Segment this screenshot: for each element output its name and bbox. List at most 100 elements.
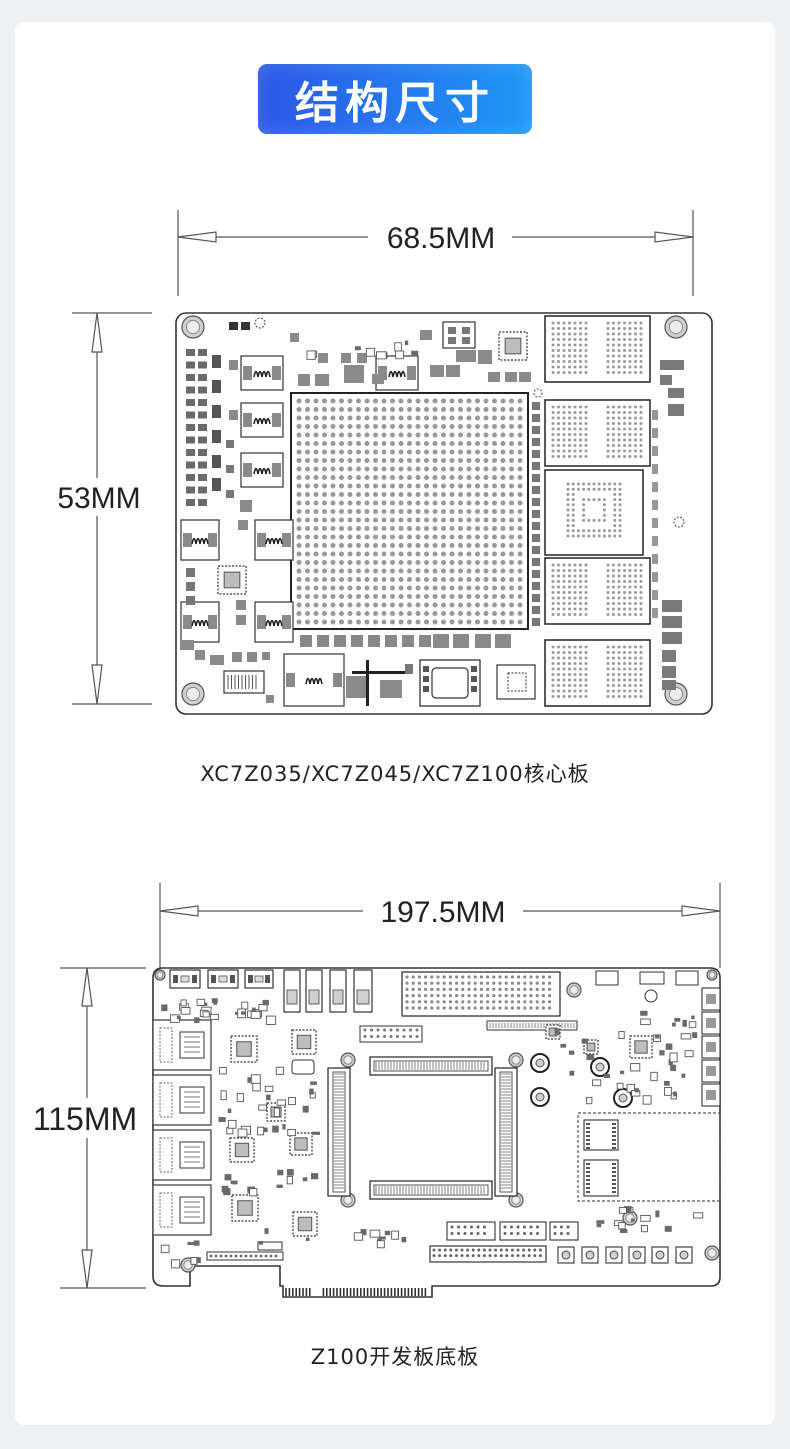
small-component — [586, 1054, 595, 1061]
memory-ball — [628, 607, 632, 611]
bga-ball — [296, 483, 302, 489]
small-component — [581, 1038, 588, 1044]
bga-ball — [424, 568, 429, 574]
memory-ball — [579, 684, 582, 687]
capacitor-top — [595, 1062, 605, 1072]
bga-ball — [407, 619, 412, 625]
bga-ball — [313, 492, 319, 497]
emmc-ball — [592, 518, 596, 522]
bga-ball — [466, 594, 472, 599]
bga-ball — [381, 500, 387, 506]
small-component — [236, 1093, 244, 1103]
memory-ball — [623, 338, 626, 341]
bga-ball — [407, 441, 412, 446]
bga-ball — [373, 449, 378, 455]
header-pin — [430, 975, 434, 979]
header-pin — [411, 981, 415, 985]
bga-ball — [432, 560, 438, 565]
header-pin — [504, 1006, 508, 1010]
bga-ball — [347, 432, 353, 438]
bga-ball — [398, 611, 404, 616]
header-pin — [244, 1254, 248, 1258]
rj45-led-block — [159, 1137, 173, 1173]
smd-pad — [317, 635, 329, 647]
memory-ball — [551, 321, 555, 325]
small-component — [640, 1215, 651, 1222]
small-component — [688, 1021, 697, 1029]
small-component — [401, 1237, 407, 1243]
memory-ball — [551, 656, 555, 660]
header-pin — [553, 1232, 557, 1235]
bga-ball — [483, 509, 489, 514]
memory-ball — [639, 667, 643, 671]
smd-pad — [232, 652, 242, 662]
memory-ball — [639, 354, 643, 358]
bga-ball — [517, 407, 523, 412]
bga-ball — [305, 398, 310, 404]
small-component — [665, 1043, 673, 1050]
smd-pad — [265, 975, 270, 983]
mounting-hole-inner — [185, 686, 201, 702]
emmc-ball — [592, 498, 596, 502]
memory-ball — [628, 569, 632, 572]
inductor-pad — [378, 366, 387, 380]
bga-ball — [390, 432, 395, 438]
memory-ball — [579, 673, 582, 676]
header-pin — [396, 1028, 399, 1032]
inductor-coil — [253, 370, 271, 378]
bga-ball — [339, 560, 344, 565]
memory-ball — [634, 411, 637, 414]
bga-ball — [313, 577, 319, 582]
memory-ball — [628, 338, 632, 341]
bga-ball — [500, 475, 506, 480]
bga-ball — [356, 585, 361, 591]
emmc-ball — [618, 498, 622, 502]
bga-ball — [458, 577, 463, 582]
header-pin — [505, 1248, 509, 1252]
header-pin — [473, 981, 477, 985]
memory-ball — [634, 656, 637, 660]
bga-ball — [483, 577, 489, 582]
header-pin — [523, 1232, 526, 1235]
memory-ball — [573, 563, 577, 567]
memory-ball — [584, 678, 588, 682]
smd-pad — [186, 582, 195, 591]
capacitor-top — [535, 1058, 545, 1068]
memory-ball — [634, 332, 637, 336]
bga-ball — [500, 466, 506, 472]
memory-ball — [634, 433, 637, 436]
smd-pad — [372, 374, 384, 384]
memory-ball — [573, 416, 577, 420]
emmc-ball — [597, 534, 601, 538]
bga-ball — [373, 526, 378, 531]
memory-ball — [579, 416, 582, 420]
memory-ball — [606, 662, 610, 665]
mounting-hole-inner — [511, 1055, 521, 1065]
bga-ball — [356, 619, 361, 625]
memory-ball — [584, 349, 588, 352]
header-pin — [486, 987, 490, 992]
header-pin — [486, 975, 490, 979]
carrier-height-label: 115MM — [33, 1101, 137, 1137]
memory-ball — [634, 613, 637, 616]
memory-ball — [557, 695, 560, 698]
small-component — [196, 1257, 201, 1264]
bga-ball — [466, 415, 472, 421]
emmc-ball — [587, 518, 591, 522]
smd-pad — [198, 349, 207, 356]
memory-ball — [617, 349, 621, 352]
small-component — [641, 1225, 648, 1233]
emmc-ball — [566, 508, 570, 512]
smd-pad — [532, 534, 540, 542]
memory-ball — [579, 360, 582, 363]
memory-ball — [568, 678, 571, 682]
bga-ball — [347, 407, 353, 412]
memory-ball — [584, 433, 588, 436]
header-pin — [436, 975, 440, 979]
pin-header — [257, 1241, 283, 1251]
memory-ball — [551, 667, 555, 671]
bga-ball — [313, 475, 319, 480]
memory-ball — [639, 596, 643, 600]
memory-ball — [639, 689, 643, 693]
bga-ball — [458, 551, 463, 557]
